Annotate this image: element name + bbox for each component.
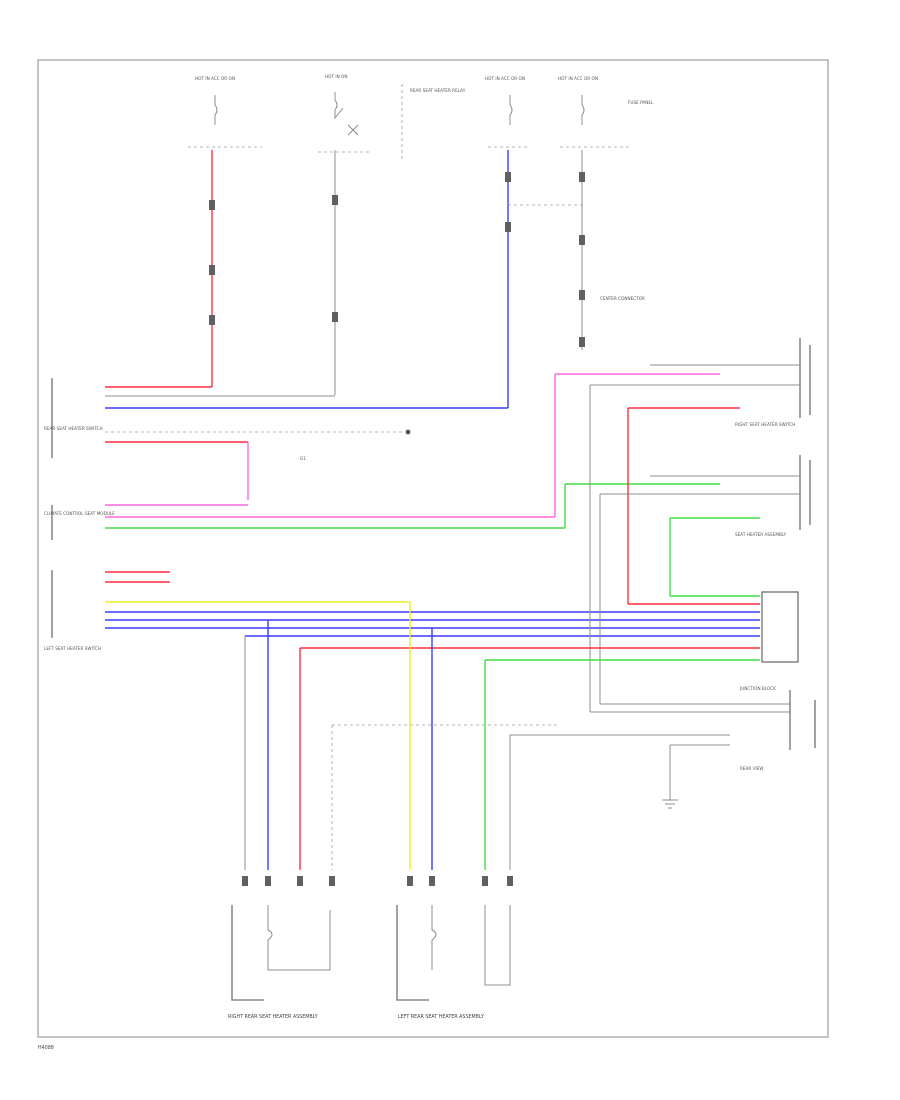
label-hot-acc-3: HOT IN ACC OR ON: [558, 76, 598, 81]
right-rear-seat-heater-assembly: RIGHT REAR SEAT HEATER ASSEMBLY: [228, 876, 335, 1020]
label-climate-module: CLIMATE CONTROL SEAT MODULE: [44, 511, 115, 516]
label-left-rear-heater: LEFT REAR SEAT HEATER ASSEMBLY: [398, 1014, 484, 1020]
heater-feeds: [244, 602, 760, 870]
label-ground-point: G1: [300, 456, 306, 461]
label-rear-heater: REAR SEAT HEATER RELAY: [410, 88, 466, 93]
left-rear-seat-heater-assembly: LEFT REAR SEAT HEATER ASSEMBLY: [396, 876, 513, 1020]
diagram-border: [37, 59, 829, 1038]
label-right-rear-heater: RIGHT REAR SEAT HEATER ASSEMBLY: [228, 1014, 318, 1020]
power-sources: HOT IN ACC OR ON HOT IN ON REAR SEAT HEA…: [188, 74, 654, 160]
label-fuse-panel: FUSE PANEL: [628, 100, 654, 105]
label-left-seat-assembly: SEAT HEATER ASSEMBLY: [735, 532, 787, 537]
right-modules: RIGHT SEAT HEATER SWITCH SEAT HEATER ASS…: [589, 338, 816, 809]
label-right-seat-switch: RIGHT SEAT HEATER SWITCH: [735, 422, 795, 427]
label-hot-on: HOT IN ON: [325, 74, 347, 79]
label-hot-acc-1: HOT IN ACC OR ON: [195, 76, 235, 81]
label-junction: JUNCTION BLOCK: [739, 686, 776, 691]
rear-seat-heater-switch: REAR SEAT HEATER SWITCH G1: [44, 378, 508, 500]
seat-heater-switches: LEFT SEAT HEATER SWITCH: [44, 570, 760, 651]
figure-code: H4088: [38, 1045, 54, 1051]
feed-wires: CENTER CONNECTOR: [209, 150, 645, 408]
label-center-connector: CENTER CONNECTOR: [600, 296, 645, 301]
label-rear-view: REAR VIEW: [740, 766, 764, 771]
label-hot-acc-2: HOT IN ACC OR ON: [485, 76, 525, 81]
label-rear-seat-switch: REAR SEAT HEATER SWITCH: [44, 426, 103, 431]
climate-control-module: CLIMATE CONTROL SEAT MODULE: [44, 373, 720, 540]
label-left-seat-switch: LEFT SEAT HEATER SWITCH: [44, 646, 101, 651]
